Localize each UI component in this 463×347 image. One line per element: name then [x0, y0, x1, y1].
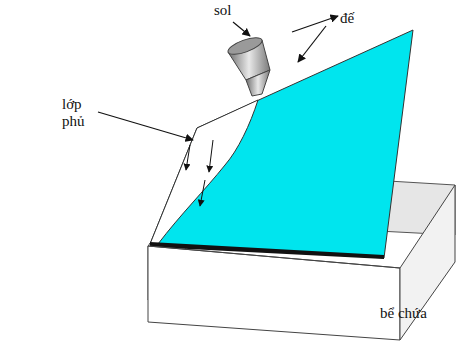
tank-front-face	[148, 246, 400, 340]
nozzle-label: sol	[214, 2, 232, 19]
sol-nozzle	[226, 34, 270, 96]
flow-arrows	[186, 140, 213, 206]
tank-label: bể chứa	[380, 305, 427, 322]
substrate-plate	[150, 30, 413, 258]
leader-arrows	[98, 16, 338, 140]
coating-label: lớp phủ	[62, 96, 96, 131]
coating-layer	[150, 100, 258, 244]
substrate-label: đế	[340, 10, 354, 27]
